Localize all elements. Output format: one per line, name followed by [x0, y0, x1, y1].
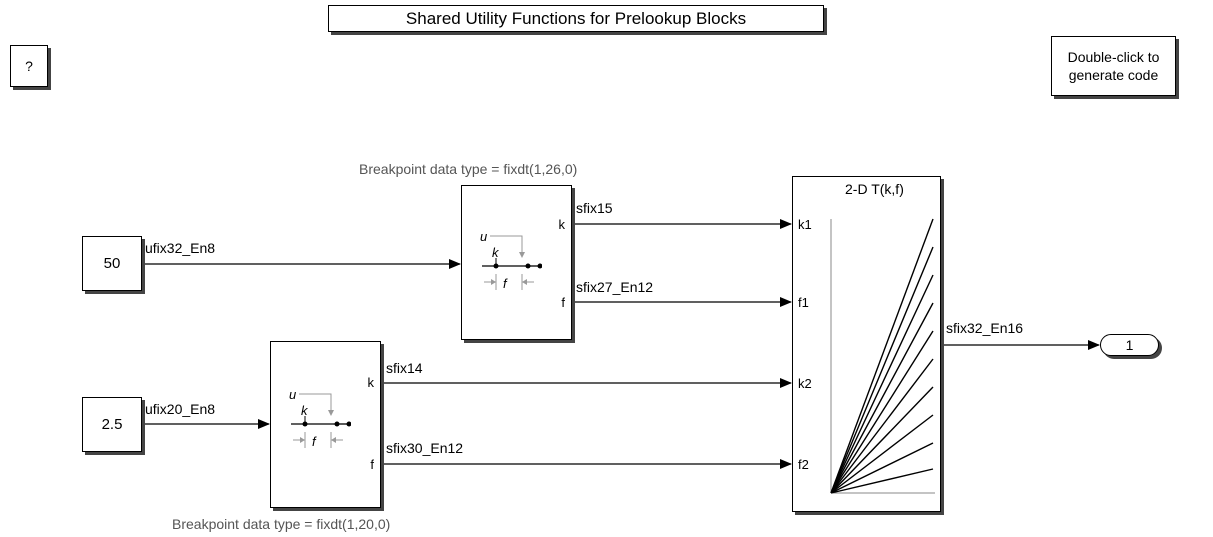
diagram-title: Shared Utility Functions for Prelookup B…: [328, 5, 824, 32]
prelookup-block-upper[interactable]: u k f k f: [461, 185, 572, 340]
signal-label-f2: sfix30_En12: [386, 440, 464, 456]
generate-code-button[interactable]: Double-click to generate code: [1051, 36, 1176, 96]
prelookup-icon-u: u: [289, 387, 297, 402]
signal-label-k1: sfix15: [576, 200, 613, 216]
prelookup-icon: [482, 235, 542, 290]
signal-label-f1: sfix27_En12: [576, 279, 654, 295]
interp-port-k1: k1: [798, 217, 812, 232]
generate-code-label-line1: Double-click to: [1067, 49, 1160, 65]
signal-label-in2: ufix20_En8: [145, 401, 216, 417]
prelookup-port-f: f: [370, 457, 374, 472]
constant-block-50[interactable]: 50: [82, 236, 142, 291]
signal-label-k2: sfix14: [386, 360, 423, 376]
prelookup-icon-k: k: [301, 403, 308, 418]
breakpoint-note-upper: Breakpoint data type = fixdt(1,26,0): [359, 161, 578, 177]
prelookup-port-k: k: [558, 217, 566, 232]
prelookup-icon-f: f: [503, 276, 507, 291]
interpolation-block-title: 2-D T(k,f): [845, 181, 904, 197]
interp-port-f1: f1: [798, 295, 809, 310]
prelookup-icon-f: f: [312, 434, 316, 449]
interp-port-k2: k2: [798, 376, 812, 391]
outport-block[interactable]: 1: [1100, 334, 1159, 356]
interpolation-surface-icon: [830, 218, 935, 494]
prelookup-block-lower[interactable]: u k f k f: [270, 341, 381, 508]
generate-code-label-line2: generate code: [1068, 67, 1159, 83]
prelookup-icon-k: k: [492, 245, 499, 260]
prelookup-port-k: k: [367, 375, 375, 390]
interpolation-2d-block[interactable]: 2-D T(k,f) k1 f1 k2 f2: [792, 176, 941, 512]
interp-port-f2: f2: [798, 457, 809, 472]
signal-label-in1: ufix32_En8: [145, 240, 216, 256]
signal-label-out: sfix32_En16: [946, 320, 1024, 336]
prelookup-icon: [291, 393, 351, 448]
prelookup-port-f: f: [561, 295, 565, 310]
prelookup-icon-u: u: [480, 229, 488, 244]
breakpoint-note-lower: Breakpoint data type = fixdt(1,20,0): [172, 516, 391, 532]
help-button[interactable]: ?: [10, 45, 48, 87]
constant-block-2-5[interactable]: 2.5: [82, 397, 142, 452]
